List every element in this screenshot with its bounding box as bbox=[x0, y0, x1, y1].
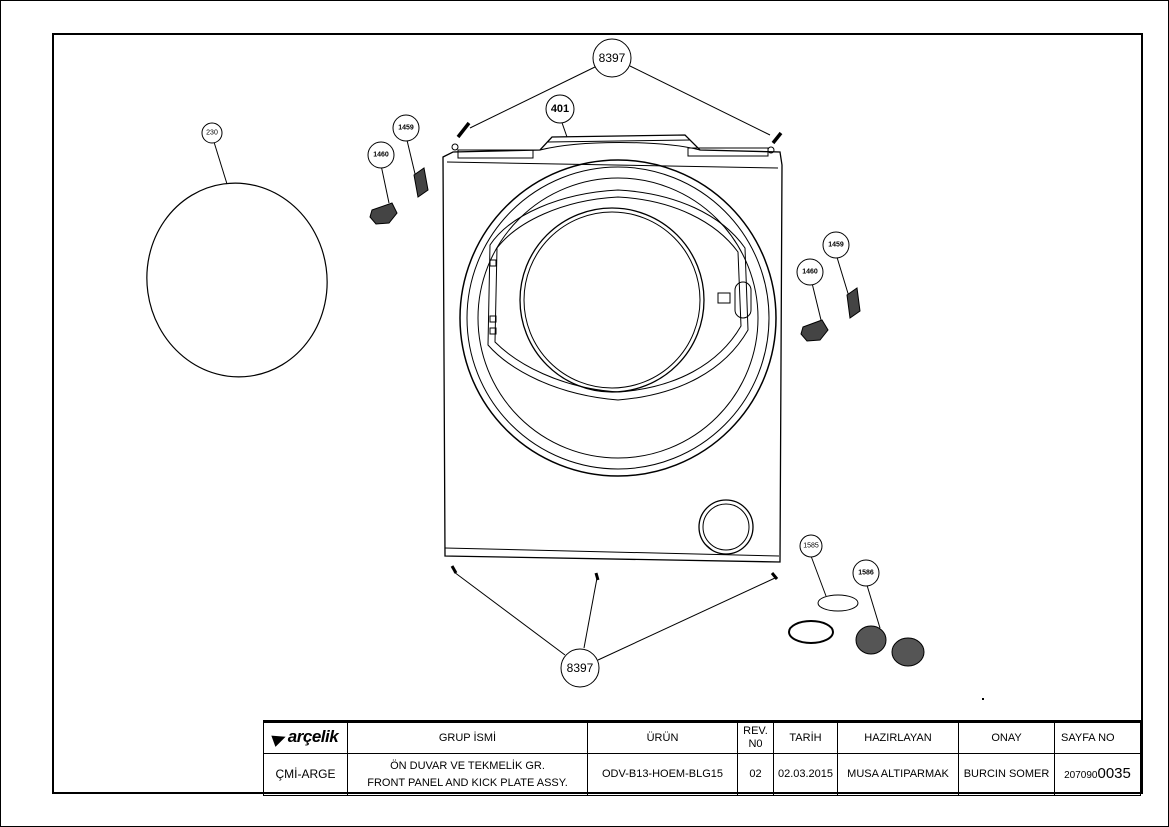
callout-hinge-right-big-label: 1460 bbox=[802, 269, 818, 276]
page-number-cell: 2070900035 bbox=[1054, 753, 1141, 796]
prepared-value: MUSA ALTIPARMAK bbox=[837, 753, 959, 796]
callout-hinge-left-big-label: 1460 bbox=[373, 152, 389, 159]
product-header: ÜRÜN bbox=[587, 720, 738, 754]
front-panel bbox=[442, 134, 783, 563]
approval-header: ONAY bbox=[958, 720, 1055, 754]
callout-top-screw-label: 8397 bbox=[599, 51, 626, 65]
callout-pump-filter bbox=[852, 559, 880, 587]
callout-bottom-screw-label: 8397 bbox=[567, 661, 594, 675]
callout-bottom-screw bbox=[560, 648, 600, 688]
top-screws bbox=[456, 65, 783, 145]
bottom-screws bbox=[450, 565, 779, 661]
group-name-cell: ÖN DUVAR VE TEKMELİK GR. FRONT PANEL AND… bbox=[347, 753, 588, 796]
callout-cap bbox=[799, 534, 823, 558]
stray-mark bbox=[982, 698, 984, 700]
page-number-prefix: 207090 bbox=[1064, 770, 1098, 781]
right-hinge-parts bbox=[800, 253, 861, 342]
date-value: 02.03.2015 bbox=[773, 753, 838, 796]
callout-pump-filter-label: 1586 bbox=[858, 570, 874, 577]
door-glass bbox=[146, 141, 328, 378]
callout-top-screw bbox=[592, 38, 632, 78]
group-name-en: FRONT PANEL AND KICK PLATE ASSY. bbox=[367, 776, 568, 789]
title-block: arçelik GRUP İSMİ ÜRÜN REV. N0 TARİH HAZ… bbox=[263, 720, 1141, 796]
brand-logo: arçelik bbox=[287, 727, 339, 746]
callout-hinge-left-big bbox=[367, 141, 395, 169]
approval-value: BURCIN SOMER bbox=[958, 753, 1055, 796]
callout-hinge-right-small bbox=[822, 231, 850, 259]
pump-parts bbox=[788, 555, 925, 667]
callout-hinge-right-small-label: 1459 bbox=[828, 242, 844, 249]
callout-frame-label: 401 bbox=[551, 103, 569, 115]
prepared-header: HAZIRLAYAN bbox=[837, 720, 959, 754]
callout-hinge-right-big bbox=[796, 258, 824, 286]
callout-door-glass bbox=[201, 122, 223, 144]
arcelik-logo-icon bbox=[271, 731, 288, 747]
rev-header: REV. N0 bbox=[737, 720, 774, 754]
callout-hinge-left-small-label: 1459 bbox=[398, 125, 414, 132]
rev-value: 02 bbox=[737, 753, 774, 796]
left-hinge-parts bbox=[369, 135, 429, 225]
callout-cap-label: 1585 bbox=[803, 543, 819, 550]
callout-frame bbox=[545, 94, 575, 124]
product-value: ODV-B13-HOEM-BLG15 bbox=[587, 753, 738, 796]
callout-hinge-left-small bbox=[392, 114, 420, 142]
group-header: GRUP İSMİ bbox=[347, 720, 588, 754]
page-number-suffix: 0035 bbox=[1097, 765, 1131, 782]
date-header: TARİH bbox=[773, 720, 838, 754]
group-name-tr: ÖN DUVAR VE TEKMELİK GR. bbox=[390, 759, 545, 772]
page-header: SAYFA NO bbox=[1054, 720, 1141, 754]
brand-logo-cell: arçelik bbox=[263, 720, 348, 754]
callout-door-glass-label: 230 bbox=[206, 130, 218, 137]
department-value: ÇMİ-ARGE bbox=[263, 753, 348, 796]
